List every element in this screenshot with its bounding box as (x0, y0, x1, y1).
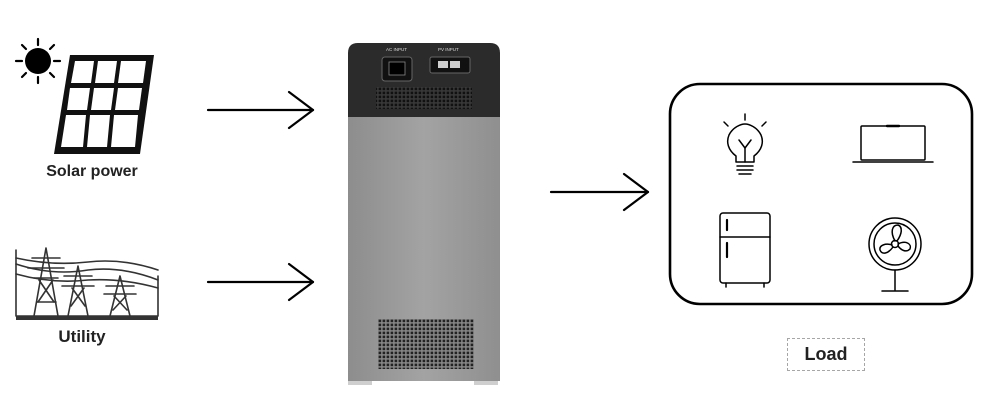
pv-input-label: PV INPUT (438, 47, 459, 52)
light-bulb-icon (723, 113, 767, 175)
arrow-solar-to-device (206, 90, 315, 130)
arrow-utility-to-device (206, 262, 315, 302)
fan-icon (868, 217, 922, 292)
solar-panel-icon (54, 55, 154, 154)
power-tower-icon (15, 247, 159, 320)
arrow-device-to-load (549, 172, 650, 212)
load-label: Load (787, 338, 865, 371)
refrigerator-icon (719, 212, 771, 288)
solar-power-label: Solar power (46, 163, 138, 180)
laptop-icon (852, 124, 934, 163)
sun-icon (14, 37, 62, 85)
load-box (668, 82, 974, 306)
utility-label: Utility (58, 327, 106, 346)
ac-input-label: AC INPUT (386, 47, 407, 52)
power-station-device: AC INPUT PV INPUT (348, 43, 500, 385)
